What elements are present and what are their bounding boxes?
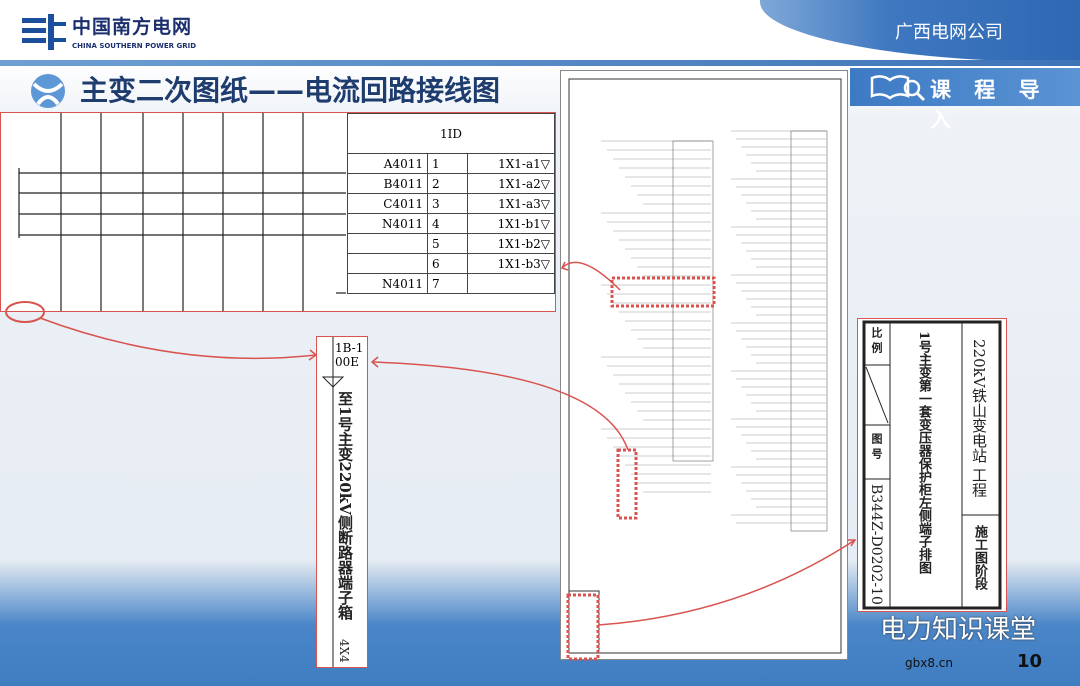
highlight-ellipse [5, 301, 45, 323]
slide-title: 主变二次图纸——电流回路接线图 [80, 74, 501, 107]
logo-cn: 中国南方电网 [72, 16, 193, 38]
cell-target: 1X1-b3▽ [467, 253, 555, 274]
section-tag: 课 程 导 入 [850, 68, 1080, 132]
cable-destination: 至1号主变220kV侧断路器端子箱 [336, 391, 354, 620]
project-name: 220kV铁山变电站 工程 [970, 339, 988, 498]
drawing-number: B344Z-D0202-10 [868, 484, 884, 605]
title-bullet-icon [31, 74, 65, 108]
watermark: 电力知识课堂 [880, 615, 1037, 645]
wiring-lines [18, 113, 346, 311]
header-divider [0, 60, 1080, 66]
title-block-crop: 比 例 图 号 B344Z-D0202-10 1号主变第一套变压器保护柜左侧端子… [857, 318, 1007, 612]
cable-code: 1B-100E [335, 341, 364, 369]
drawing-name: 1号主变第一套变压器保护柜左侧端子排图 [916, 331, 931, 575]
book-search-icon [870, 75, 926, 102]
cell-wire: C4011 [347, 193, 428, 214]
section-label: 课 程 导 入 [930, 78, 1048, 132]
cell-target: 1X1-b1▽ [467, 213, 555, 234]
full-terminal-drawing [560, 70, 848, 660]
cable-label-crop: 1B-100E 至1号主变220kV侧断路器端子箱 4X4 [316, 336, 368, 668]
cell-target: 1X1-b2▽ [467, 233, 555, 254]
cable-spec: 4X4 [337, 639, 351, 663]
scale-label: 比 例 [870, 327, 883, 353]
page-number: 10 [1017, 651, 1043, 672]
cell-target [467, 273, 555, 294]
cell-no: 7 [427, 273, 468, 294]
company-name: 广西电网公司 [895, 22, 1003, 43]
csg-logo-icon [22, 14, 66, 50]
logo-en: CHINA SOUTHERN POWER GRID [72, 42, 197, 50]
drawing-sheet [568, 78, 842, 654]
number-label: 图 号 [870, 433, 883, 459]
design-stage: 施工图阶段 [972, 525, 987, 590]
watermark-site: gbx8.cn [905, 656, 953, 670]
